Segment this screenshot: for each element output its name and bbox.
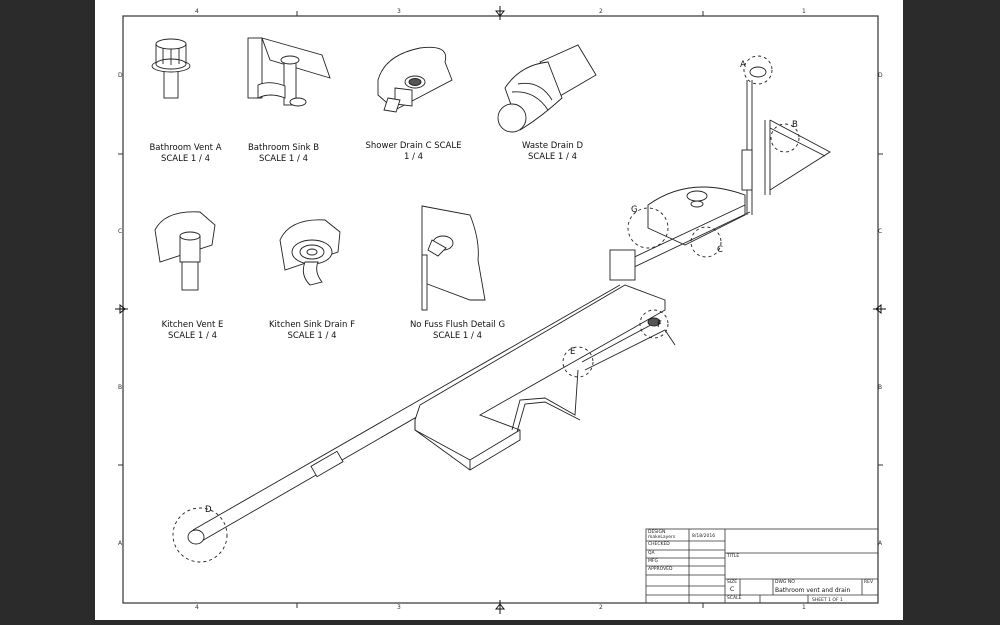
detail-scale-f: SCALE 1 / 4 <box>287 331 337 341</box>
tb-sheet-label: SHEET 1 OF 1 <box>812 598 843 603</box>
zone-row-c-right: C <box>878 228 883 235</box>
detail-title-f: Kitchen Sink Drain F <box>268 320 355 330</box>
floor-slab <box>414 284 666 471</box>
callout-b-circle <box>770 123 800 153</box>
branch-pipe <box>511 369 581 433</box>
zone-col-4-bottom: 4 <box>195 604 199 611</box>
callout-d-circle <box>172 507 228 563</box>
tb-size-value: C <box>730 586 735 593</box>
zone-row-d-left: D <box>118 72 123 79</box>
detail-scale-a: SCALE 1 / 4 <box>160 154 211 164</box>
callout-a-circle <box>743 55 773 85</box>
centering-marks <box>115 6 886 614</box>
tb-rev-label: REV <box>864 580 874 585</box>
tb-designer: makeLayers <box>648 535 676 540</box>
callout-c-label: C <box>717 245 723 255</box>
detail-label-b: Bathroom Sink B SCALE 1 / 4 <box>236 143 331 165</box>
zone-col-2-bottom: 2 <box>599 604 603 611</box>
zone-row-d-right: D <box>878 72 883 79</box>
detail-title-d: Waste Drain D <box>521 141 583 151</box>
tb-dwg-no-value: Bathroom vent and drain <box>775 587 851 594</box>
tb-title-label: TITLE <box>727 554 740 559</box>
callout-e-circle <box>562 346 594 378</box>
sink-branch-pipe <box>764 119 831 195</box>
zone-ticks <box>118 11 883 608</box>
zone-col-4-top: 4 <box>195 8 199 15</box>
callout-b-label: B <box>792 120 798 130</box>
detail-scale-e: SCALE 1 / 4 <box>167 331 218 341</box>
detail-title-g: No Fuss Flush Detail G <box>409 320 506 330</box>
detail-label-c: Shower Drain C SCALE 1 / 4 <box>356 141 471 163</box>
detail-label-g: No Fuss Flush Detail G SCALE 1 / 4 <box>400 320 515 342</box>
detail-title-b: Bathroom Sink B <box>247 143 320 153</box>
tb-dwg-no-label: DWG NO <box>775 580 795 585</box>
callout-f-circle <box>639 309 669 339</box>
zone-col-3-bottom: 3 <box>397 604 401 611</box>
detail-label-d: Waste Drain D SCALE 1 / 4 <box>505 141 600 163</box>
zone-row-b-left: B <box>118 384 123 391</box>
callout-g-circle <box>627 207 669 249</box>
zone-col-1-bottom: 1 <box>802 604 806 611</box>
callout-g-label: G <box>631 205 638 215</box>
detail-title-e: Kitchen Vent E <box>161 320 224 330</box>
tb-mfg-label: MFG <box>648 559 658 564</box>
tb-date: 8/18/2016 <box>692 534 716 539</box>
detail-e-kitchen-vent-illustration <box>154 211 216 291</box>
detail-label-e: Kitchen Vent E SCALE 1 / 4 <box>145 320 240 342</box>
detail-scale-d: SCALE 1 / 4 <box>527 152 578 162</box>
callout-c-circle <box>690 226 722 258</box>
zone-row-a-right: A <box>878 540 883 547</box>
detail-f-kitchen-sink-drain-illustration <box>279 219 341 286</box>
callout-a-label: A <box>740 60 746 70</box>
tb-checked-label: CHECKED <box>648 542 670 547</box>
zone-col-1-top: 1 <box>802 8 806 15</box>
main-isometric-assembly <box>172 55 831 563</box>
detail-a-bathroom-vent-illustration <box>151 38 191 99</box>
detail-title-c: Shower Drain C SCALE <box>365 141 462 151</box>
detail-c-shower-drain-illustration <box>377 46 453 113</box>
zone-col-2-top: 2 <box>599 8 603 15</box>
tank <box>647 186 746 246</box>
detail-d-waste-drain-illustration <box>497 44 597 133</box>
detail-label-a: Bathroom Vent A SCALE 1 / 4 <box>138 143 233 165</box>
zone-row-c-left: C <box>118 228 123 235</box>
detail-label-f: Kitchen Sink Drain F SCALE 1 / 4 <box>257 320 367 342</box>
tb-design-label: DESIGN <box>648 530 666 535</box>
detail-g-no-fuss-flush-illustration <box>421 205 486 311</box>
detail-scale-g: SCALE 1 / 4 <box>432 331 483 341</box>
drawing-frame <box>122 15 879 604</box>
zone-row-b-right: B <box>878 384 883 391</box>
tb-size-label: SIZE <box>727 580 738 585</box>
zone-row-a-left: A <box>118 540 123 547</box>
callout-e-label: E <box>570 347 576 357</box>
title-block <box>645 528 879 604</box>
detail-title-a: Bathroom Vent A <box>149 143 222 153</box>
detail-scale-c: 1 / 4 <box>403 152 424 162</box>
callout-d-label: D <box>205 505 212 515</box>
drawing-sheet <box>95 0 903 620</box>
detail-b-bathroom-sink-illustration <box>247 37 331 107</box>
tb-qa-label: QA <box>648 551 655 556</box>
callout-f-label: F <box>657 320 662 330</box>
zone-col-3-top: 3 <box>397 8 401 15</box>
vent-stack <box>746 80 753 215</box>
detail-scale-b: SCALE 1 / 4 <box>258 154 309 164</box>
tb-scale-label: SCALE <box>727 596 742 601</box>
tb-approved-label: APPROVED <box>648 567 673 572</box>
